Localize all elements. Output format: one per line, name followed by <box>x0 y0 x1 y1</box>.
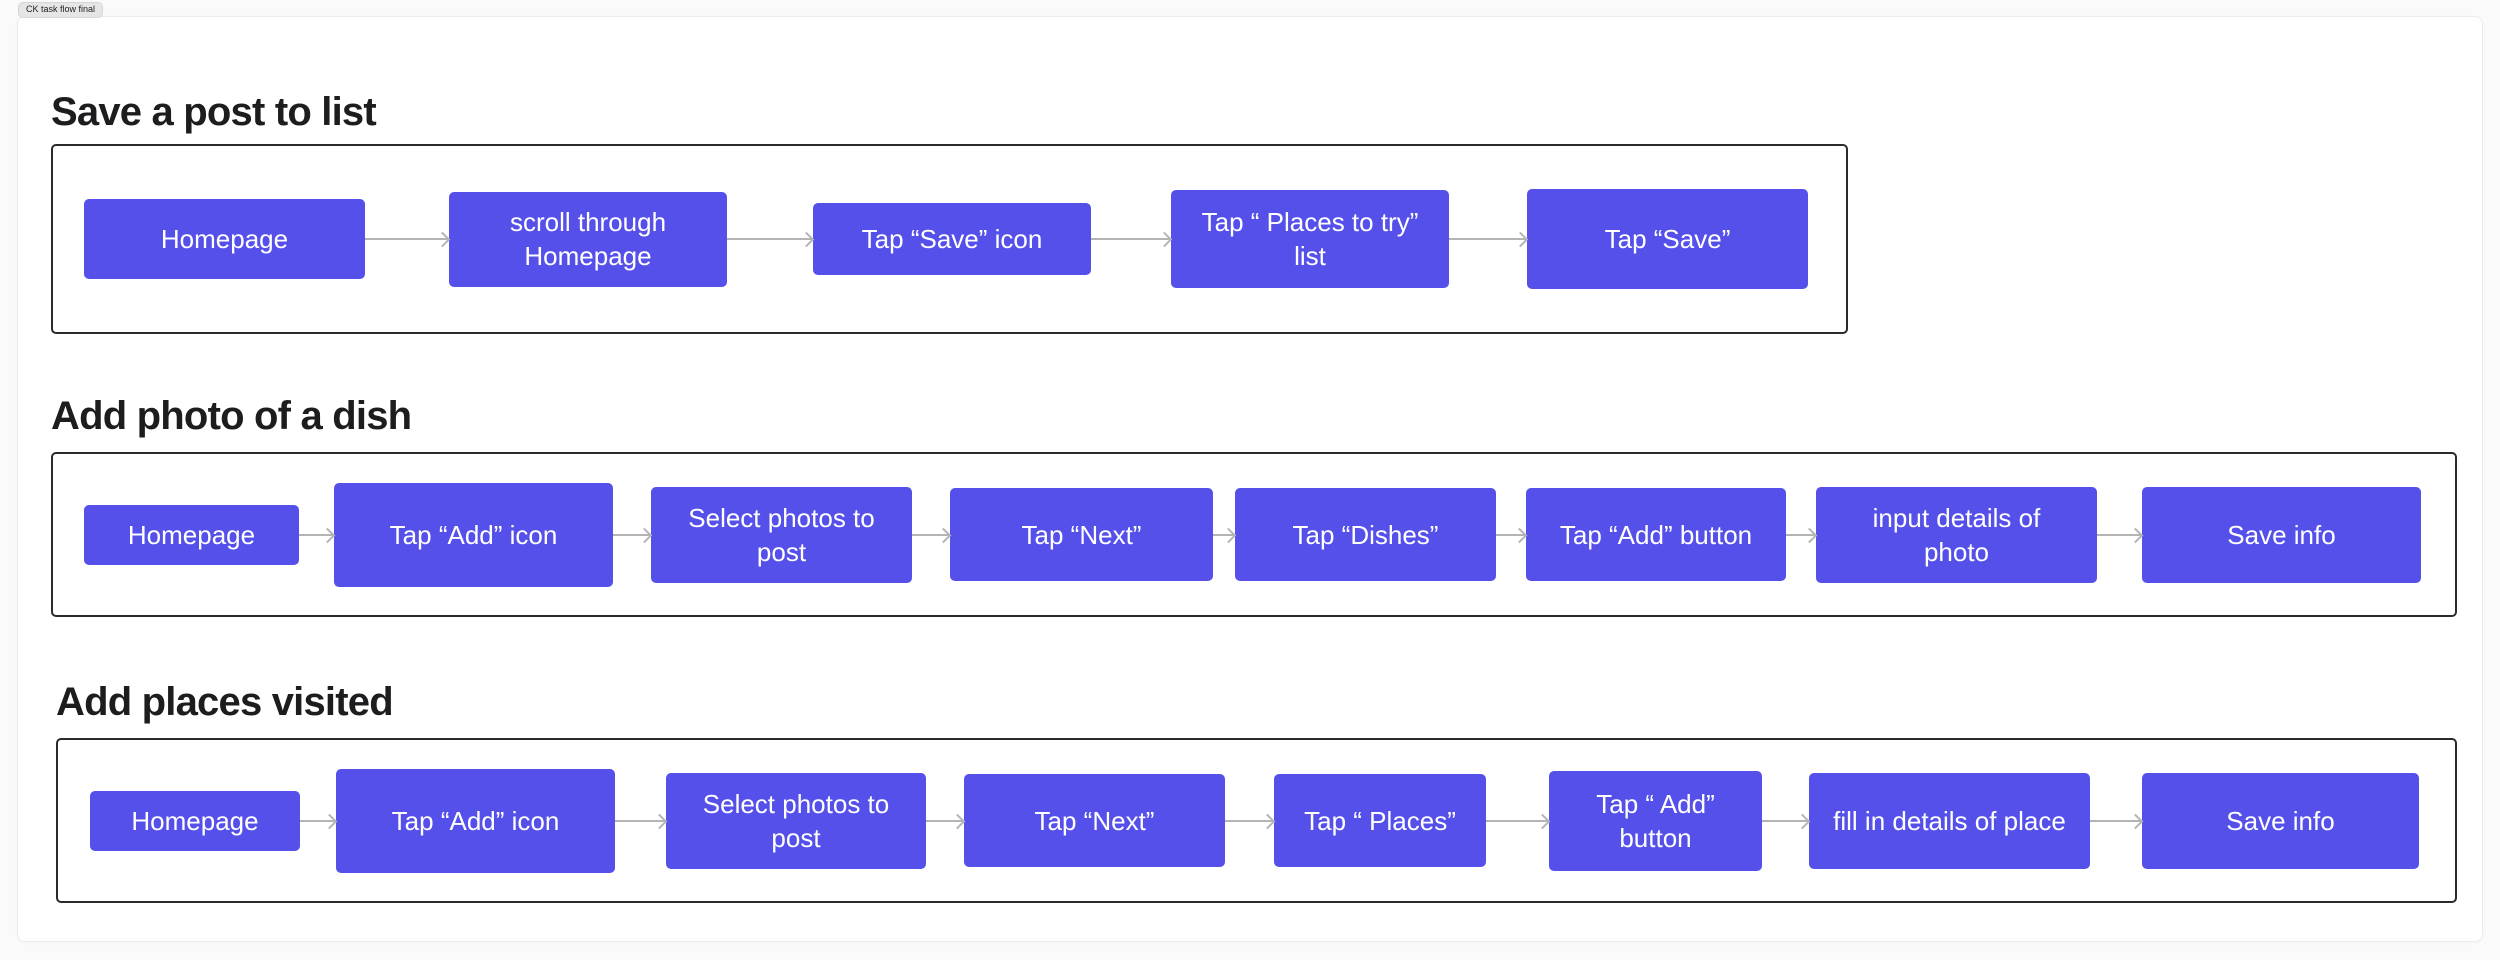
flow-step-node[interactable]: scroll through Homepage <box>449 191 727 287</box>
section-title: Save a post to list <box>51 90 377 134</box>
flow-step-label: Tap “Add” icon <box>389 519 558 550</box>
flow-arrow <box>613 533 651 536</box>
flow-step-node[interactable]: Tap “ Add” button <box>1549 770 1762 871</box>
flow-step-node[interactable]: Select photos to post <box>666 772 926 869</box>
flow-arrow <box>727 238 813 240</box>
flow-arrow <box>1486 819 1549 822</box>
flow-arrow <box>299 533 334 536</box>
flow-arrow <box>1091 238 1171 240</box>
flow-step-label: Tap “Add” icon <box>391 805 560 836</box>
flow-arrow <box>2097 533 2142 536</box>
flow-step-label: Tap “Next” <box>1021 519 1142 550</box>
flow-step-label: Save info <box>2227 519 2336 550</box>
flow-step-node[interactable]: input details of photo <box>1816 486 2097 583</box>
flow-step-node[interactable]: Tap “Next” <box>950 488 1213 581</box>
flow-step-node[interactable]: Tap “Add” icon <box>334 482 613 587</box>
flow-arrow <box>1449 238 1527 240</box>
flow-step-label: Tap “Next” <box>1034 805 1155 836</box>
flow-step-node[interactable]: Tap “Save” <box>1527 189 1808 289</box>
flow-arrow <box>1496 533 1526 536</box>
flow-step-node[interactable]: Save info <box>2142 486 2421 583</box>
flow-step-node[interactable]: Homepage <box>90 790 300 851</box>
flow-arrow <box>300 819 336 822</box>
flow-arrow <box>2090 819 2142 822</box>
flow-step-node[interactable]: Tap “ Places” <box>1274 774 1486 867</box>
flow-step-label: input details of photo <box>1872 502 2041 567</box>
flow-step-node[interactable]: Tap “ Places to try” list <box>1171 190 1449 288</box>
flow-step-label: fill in details of place <box>1833 805 2066 836</box>
flow-arrow <box>1225 819 1274 822</box>
flow-step-label: Tap “Dishes” <box>1292 519 1439 550</box>
flow-arrow <box>1213 533 1235 536</box>
flow-arrow <box>615 819 666 822</box>
flow-container: Homepage Tap “Add” icon Select photos to… <box>56 738 2457 903</box>
flow-step-label: scroll through Homepage <box>509 207 667 271</box>
flow-step-label: Homepage <box>131 805 259 836</box>
flow-step-node[interactable]: Homepage <box>84 199 365 279</box>
flow-step-node[interactable]: Select photos to post <box>651 486 912 583</box>
flow-arrow <box>365 238 449 240</box>
flow-arrow <box>1762 819 1809 822</box>
flow-step-node[interactable]: Tap “Next” <box>964 774 1225 867</box>
flow-step-node[interactable]: fill in details of place <box>1809 772 2090 869</box>
section-title: Add places visited <box>56 680 394 724</box>
flow-step-label: Homepage <box>160 224 289 254</box>
flow-container: Homepage scroll through Homepage Tap “Sa… <box>51 144 1848 334</box>
flow-step-node[interactable]: Homepage <box>84 504 299 565</box>
flow-step-node[interactable]: Tap “Save” icon <box>813 203 1091 275</box>
flow-arrow <box>912 533 950 536</box>
flow-step-node[interactable]: Tap “Dishes” <box>1235 488 1496 581</box>
section-title: Add photo of a dish <box>51 394 412 438</box>
frame-label[interactable]: CK task flow final <box>18 2 104 18</box>
flow-step-node[interactable]: Tap “Add” button <box>1526 488 1786 581</box>
flow-step-label: Tap “Save” <box>1604 224 1731 254</box>
flow-step-label: Tap “ Places” <box>1304 805 1456 836</box>
flow-step-label: Tap “ Places to try” list <box>1201 207 1419 271</box>
flow-step-label: Save info <box>2226 805 2335 836</box>
flow-step-label: Tap “ Add” button <box>1596 788 1715 853</box>
flow-step-label: Tap “Save” icon <box>861 224 1043 254</box>
flow-arrow <box>926 819 964 822</box>
flow-step-node[interactable]: Tap “Add” icon <box>336 768 615 873</box>
flow-container: Homepage Tap “Add” icon Select photos to… <box>51 452 2457 617</box>
flow-step-node[interactable]: Save info <box>2142 772 2419 869</box>
flow-step-label: Homepage <box>127 519 256 550</box>
flow-arrow <box>1786 533 1816 536</box>
flow-step-label: Select photos to post <box>702 788 890 853</box>
flow-step-label: Tap “Add” button <box>1559 519 1753 550</box>
flow-step-label: Select photos to post <box>688 502 875 567</box>
